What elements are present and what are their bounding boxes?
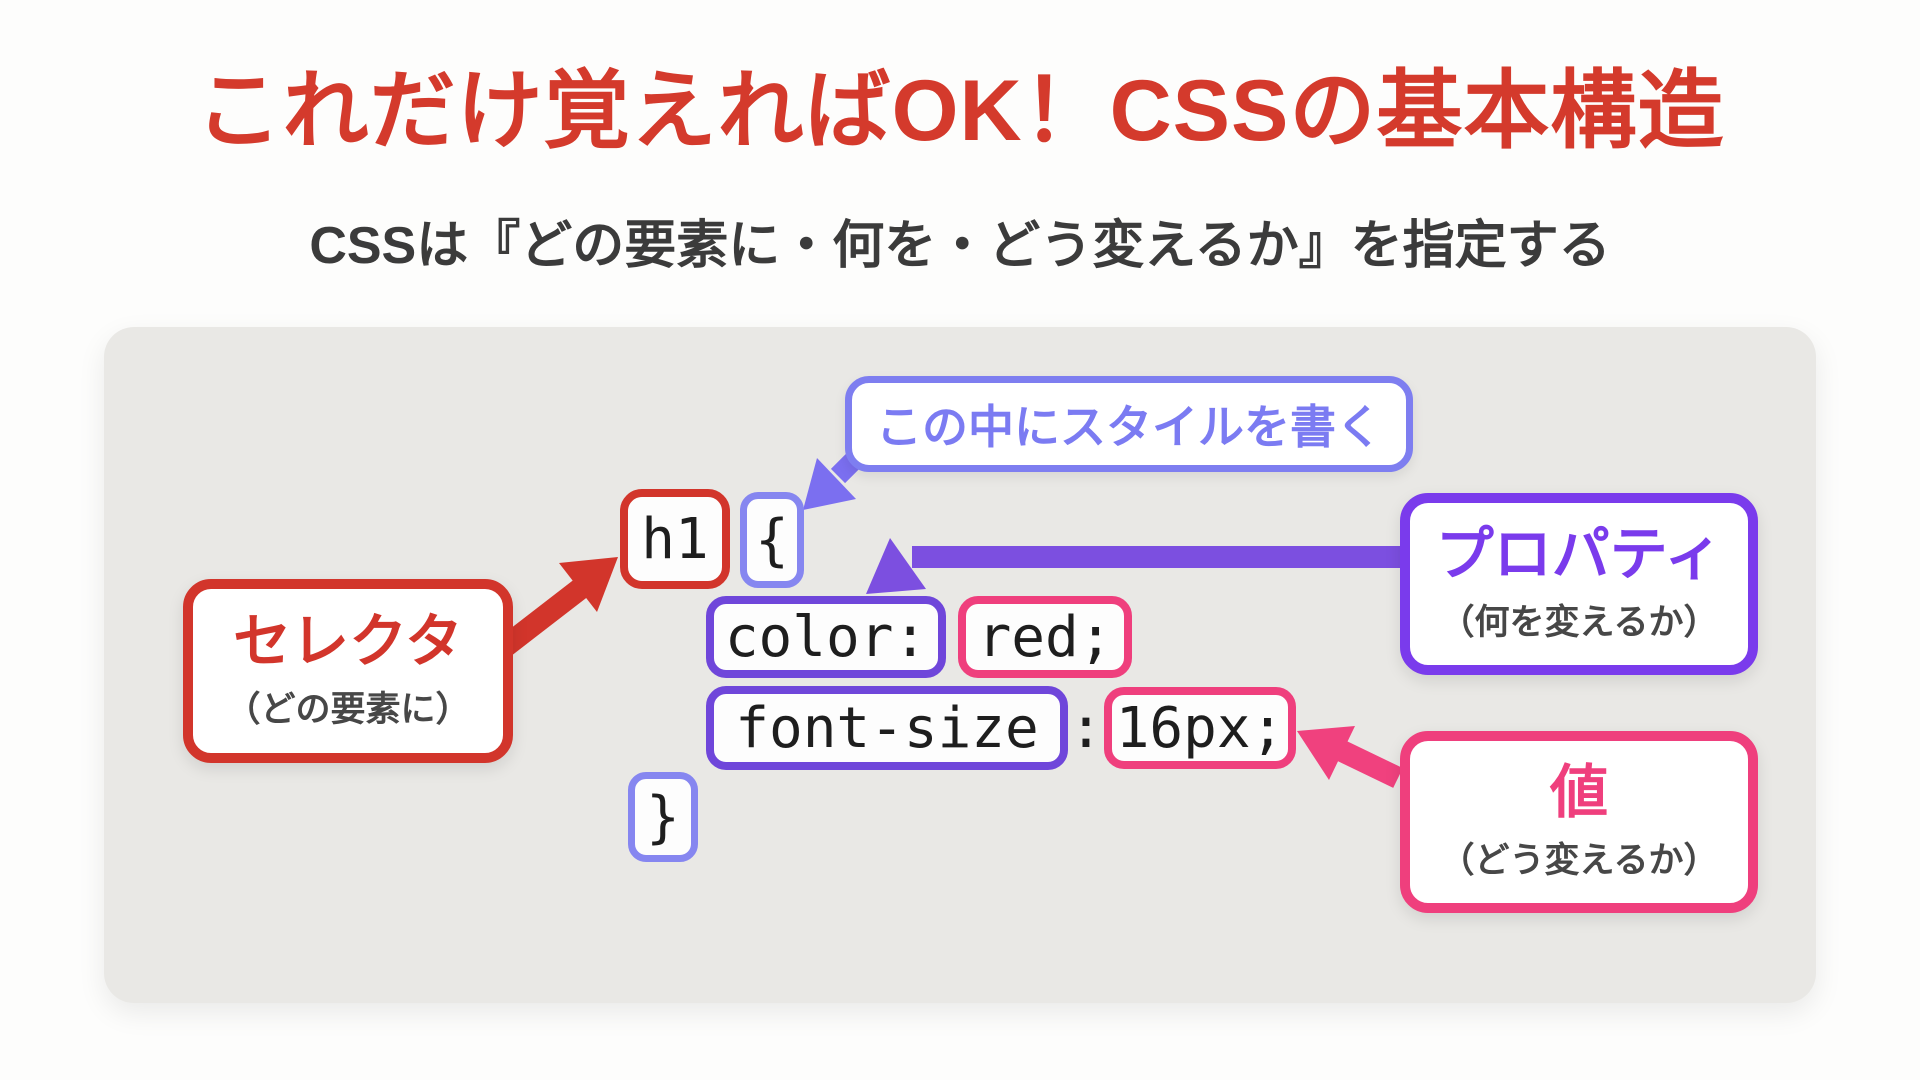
code-value-red-text: red;	[977, 604, 1113, 670]
code-property-color-box: color:	[706, 596, 946, 678]
page-subtitle: CSSは『どの要素に・何を・どう変えるか』を指定する	[309, 217, 1611, 275]
property-label-subtitle: （何を変えるか）	[1439, 603, 1719, 643]
value-label-subtitle: （どう変えるか）	[1439, 841, 1719, 881]
code-close-brace-box: }	[628, 772, 698, 862]
code-value-16px-box: 16px;	[1104, 687, 1296, 769]
code-open-brace-text: {	[755, 507, 789, 573]
selector-label-title: セレクタ	[233, 608, 463, 674]
property-label-box: プロパティ （何を変えるか）	[1400, 493, 1758, 675]
code-selector-box: h1	[620, 489, 730, 589]
code-property-color-text: color:	[724, 604, 928, 670]
code-colon: :	[1069, 695, 1103, 761]
property-label-title: プロパティ	[1435, 521, 1723, 587]
style-note-label: この中にスタイルを書く	[876, 401, 1382, 453]
value-label-title: 値	[1549, 759, 1608, 825]
style-note-bubble: この中にスタイルを書く	[845, 376, 1413, 472]
selector-label-box: セレクタ （どの要素に）	[183, 579, 513, 763]
value-label-box: 値 （どう変えるか）	[1400, 731, 1758, 913]
selector-label-subtitle: （どの要素に）	[225, 690, 471, 730]
page-title: これだけ覚えればOK！CSSの基本構造	[195, 63, 1725, 159]
code-value-red-box: red;	[958, 596, 1132, 678]
code-selector-text: h1	[641, 506, 709, 572]
code-open-brace-box: {	[740, 492, 804, 588]
code-value-16px-text: 16px;	[1115, 695, 1285, 761]
code-close-brace-text: }	[646, 784, 680, 850]
code-property-fontsize-text: font-size	[735, 695, 1039, 761]
code-property-fontsize-box: font-size	[706, 686, 1068, 770]
